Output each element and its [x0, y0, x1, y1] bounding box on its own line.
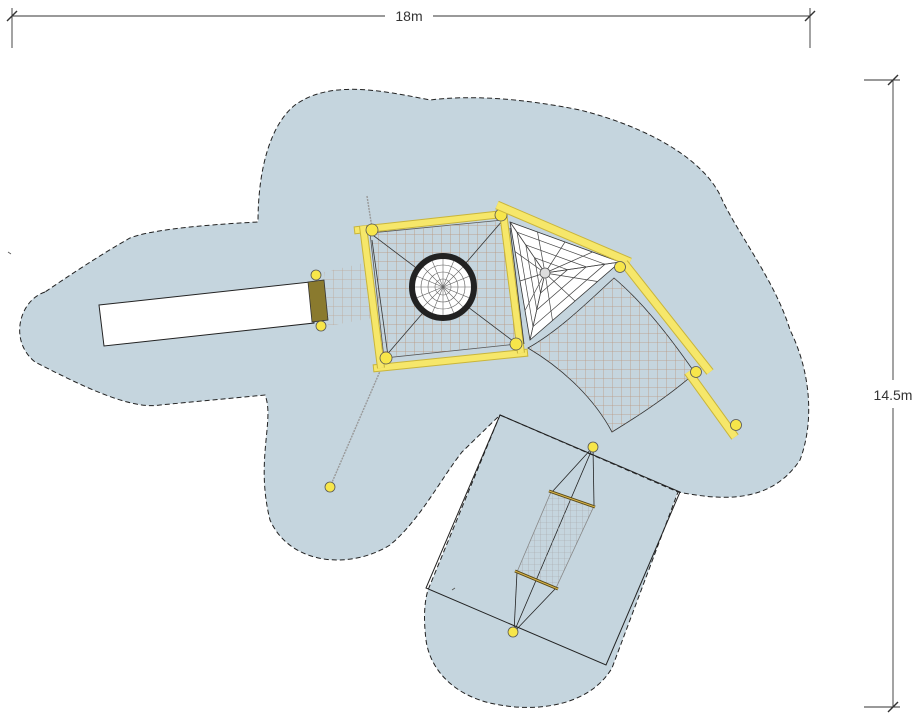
guy-rope-top: [366, 195, 373, 229]
tower-post-bl: [379, 351, 393, 365]
beam-post-2: [690, 366, 702, 378]
nest-swing: [507, 441, 599, 638]
main-net-tower: [353, 208, 529, 373]
width-dimension: 18m: [6, 8, 816, 48]
depth-dimension: 14.5m: [864, 74, 913, 713]
swing-area-outline: [425, 414, 681, 666]
width-label: 18m: [395, 8, 422, 24]
slide-post-top: [310, 269, 322, 281]
slide-netting: [324, 262, 372, 326]
swing-anchor-top: [587, 441, 599, 453]
tower-post-tl: [365, 223, 379, 237]
depth-label: 14.5m: [874, 387, 913, 403]
swing-anchor-bottom: [507, 626, 519, 638]
beam-post-1: [614, 261, 626, 273]
guy-rope-bottom: [329, 361, 385, 488]
guy-rope-anchor: [324, 481, 336, 493]
spider-web-disc: [409, 253, 477, 321]
long-beam: [495, 200, 742, 440]
triangle-web-center: [539, 267, 551, 279]
slide-entry: [307, 279, 329, 323]
slide-post-bottom: [315, 320, 327, 332]
beam-post-3: [730, 419, 742, 431]
triangle-web: [509, 221, 621, 341]
slide: [98, 262, 372, 347]
tower-post-br: [509, 337, 523, 351]
slide-chute: [98, 281, 315, 347]
